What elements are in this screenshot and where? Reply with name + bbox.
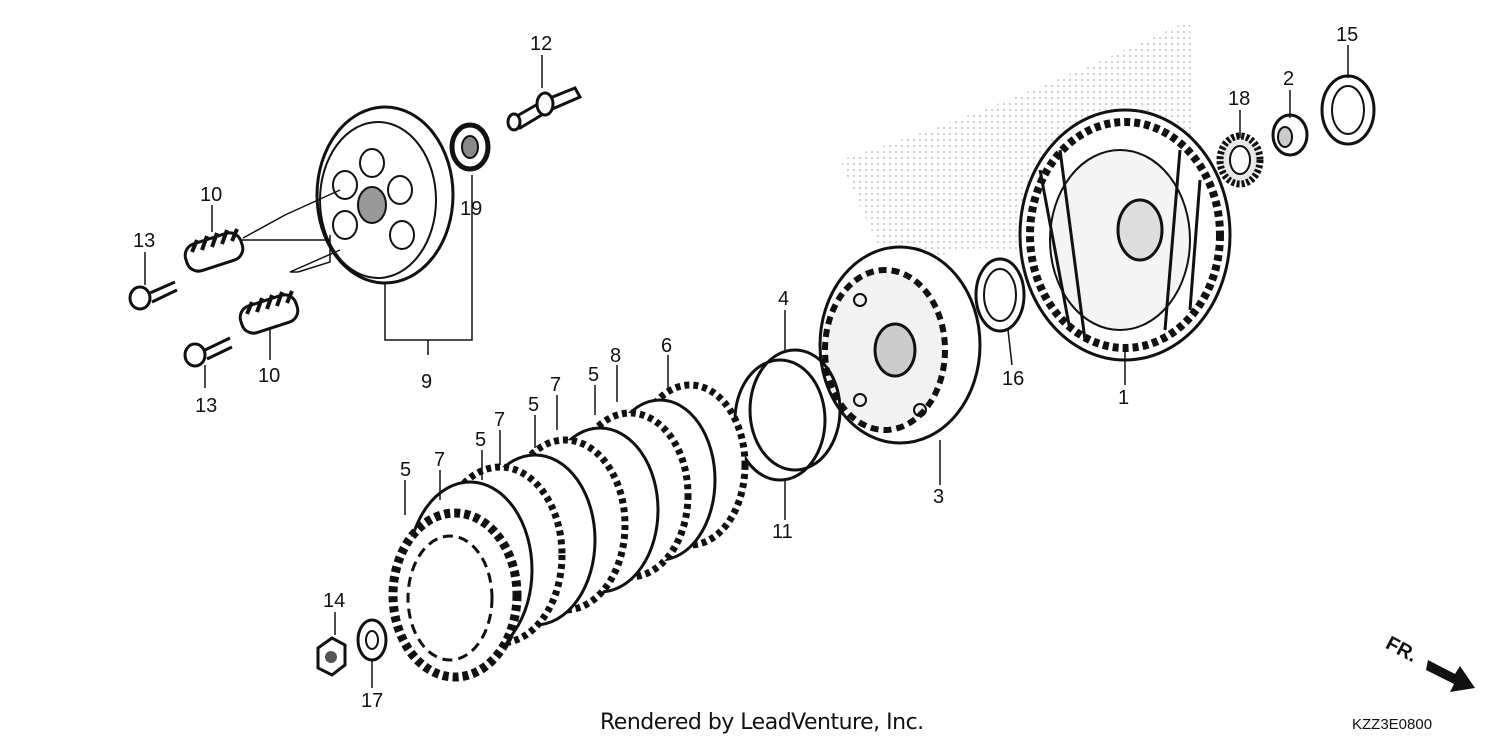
callout-10-a: 10 (200, 184, 222, 206)
part-16-thrust-washer[interactable] (974, 257, 1026, 333)
leader-lines (144, 45, 1349, 688)
part-18-needle-bearing[interactable] (1216, 132, 1264, 188)
front-direction-label: FR. (1382, 632, 1421, 667)
callout-5-d: 5 (588, 364, 599, 386)
callout-2: 2 (1283, 68, 1294, 90)
front-direction-marker: FR. (1382, 632, 1475, 692)
drawing-code: KZZ3E0800 (1352, 716, 1433, 733)
callout-9: 9 (421, 371, 432, 393)
arrow-right-down-icon (1426, 660, 1475, 692)
part-3-clutch-center[interactable] (818, 245, 982, 445)
part-13-bolt-lower[interactable] (183, 336, 233, 368)
callout-14: 14 (323, 590, 345, 612)
callout-7-c: 7 (550, 374, 561, 396)
callout-5-b: 5 (475, 429, 486, 451)
callout-12: 12 (530, 33, 552, 55)
part-12-lifter-rod[interactable] (506, 86, 583, 132)
part-1-clutch-outer[interactable] (1018, 108, 1232, 362)
callout-1: 1 (1118, 387, 1129, 409)
part-17-washer[interactable] (356, 618, 388, 662)
callout-6: 6 (661, 335, 672, 357)
callout-7-b: 7 (494, 409, 505, 431)
callout-5-c: 5 (528, 394, 539, 416)
callout-13-b: 13 (195, 395, 217, 417)
callout-5-a: 5 (400, 459, 411, 481)
part-9-pressure-plate[interactable] (315, 105, 455, 285)
callout-18: 18 (1228, 88, 1250, 110)
part-15-washer[interactable] (1320, 74, 1376, 146)
callout-19: 19 (460, 198, 482, 220)
clutch-plate-stack[interactable] (388, 381, 749, 682)
callout-8: 8 (610, 345, 621, 367)
part-19-bearing[interactable] (449, 122, 491, 172)
part-2-collar[interactable] (1271, 113, 1309, 157)
callout-3: 3 (933, 486, 944, 508)
part-13-bolt-upper[interactable] (128, 280, 178, 311)
part-14-lock-nut[interactable] (316, 636, 347, 677)
callout-11: 11 (772, 521, 793, 543)
part-10-spring-lower[interactable] (237, 290, 301, 336)
callout-16: 16 (1002, 368, 1024, 390)
footer-credit: Rendered by LeadVenture, Inc. (600, 710, 924, 735)
callout-7-a: 7 (434, 449, 445, 471)
callout-4: 4 (778, 288, 789, 310)
callout-17: 17 (361, 690, 383, 712)
callout-10-b: 10 (258, 365, 280, 387)
callout-15: 15 (1336, 24, 1358, 46)
part-10-spring-upper[interactable] (182, 228, 246, 274)
callout-13-a: 13 (133, 230, 155, 252)
